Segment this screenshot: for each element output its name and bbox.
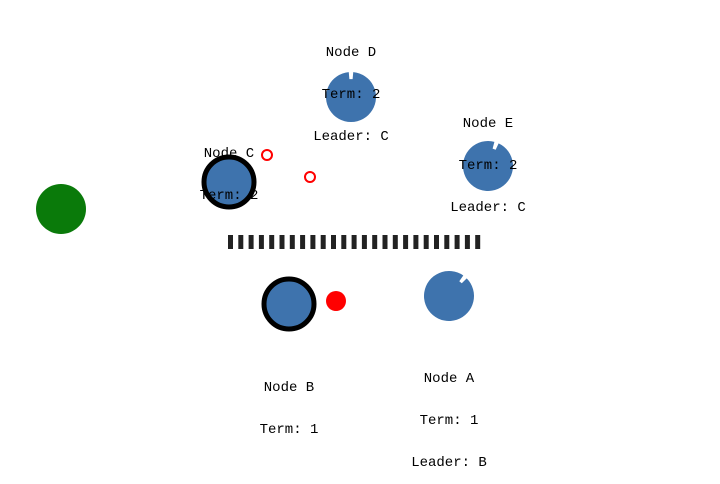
partition-segment	[351, 235, 357, 249]
partition-segment	[454, 235, 460, 249]
node-e-name: Node E	[462, 116, 514, 132]
node-e-label: Node E Term: 2 Leader: C	[450, 89, 526, 229]
partition-segment	[444, 235, 450, 249]
node-e-circle	[462, 140, 513, 191]
partition-segment	[269, 235, 275, 249]
partition-segment	[361, 235, 367, 249]
node-d-name: Node D	[325, 45, 377, 61]
node-b-circle	[261, 276, 317, 332]
partition-segment	[382, 235, 388, 249]
node-b-name: Node B	[263, 380, 315, 396]
partition-segment	[331, 235, 336, 249]
node-d-label: Node D Term: 2 Leader: C	[313, 18, 389, 158]
partition-segment	[248, 235, 254, 249]
partition-segment	[413, 235, 419, 249]
node-b	[261, 276, 317, 332]
partition-segment	[320, 235, 326, 249]
node-a-term: Term: 1	[419, 413, 479, 429]
node-d-term: Term: 2	[321, 87, 381, 103]
node-c-circle	[201, 154, 257, 210]
partition-segment	[310, 235, 316, 249]
node-b-label: Node B Term: 1	[260, 353, 319, 451]
partition-segment	[423, 235, 429, 249]
node-d	[326, 72, 376, 122]
node-a-name: Node A	[423, 371, 475, 387]
node-e	[462, 140, 513, 191]
partition-segment	[238, 235, 244, 249]
network-partition	[228, 235, 481, 249]
node-d-circle	[326, 72, 376, 122]
message-in-flight	[326, 291, 346, 311]
partition-segment	[392, 235, 398, 249]
message-in-flight	[304, 171, 316, 183]
partition-segment	[464, 235, 470, 249]
node-c	[201, 154, 257, 210]
node-c-label: Node C Term: 2	[200, 119, 259, 217]
node-b-term: Term: 1	[259, 422, 319, 438]
partition-segment	[279, 235, 285, 249]
partition-segment	[403, 235, 409, 249]
node-e-term: Term: 2	[458, 158, 518, 174]
partition-segment	[372, 235, 378, 249]
node-d-leader: Leader: C	[313, 129, 389, 145]
node-c-name: Node C	[203, 146, 255, 162]
node-a-label: Node A Term: 1 Leader: B	[411, 344, 487, 484]
partition-segment	[475, 235, 481, 249]
partition-segment	[434, 235, 439, 249]
node-c-term: Term: 2	[199, 188, 259, 204]
message-in-flight	[261, 149, 273, 161]
node-a-circle	[423, 270, 474, 321]
partition-segment	[300, 235, 306, 249]
raft-cluster-diagram	[36, 72, 513, 332]
node-e-leader: Leader: C	[450, 200, 526, 216]
node-a	[423, 270, 474, 321]
partition-segment	[228, 235, 233, 249]
client-node	[36, 184, 86, 234]
partition-segment	[341, 235, 347, 249]
partition-segment	[289, 235, 295, 249]
partition-segment	[258, 235, 264, 249]
node-a-leader: Leader: B	[411, 455, 487, 471]
